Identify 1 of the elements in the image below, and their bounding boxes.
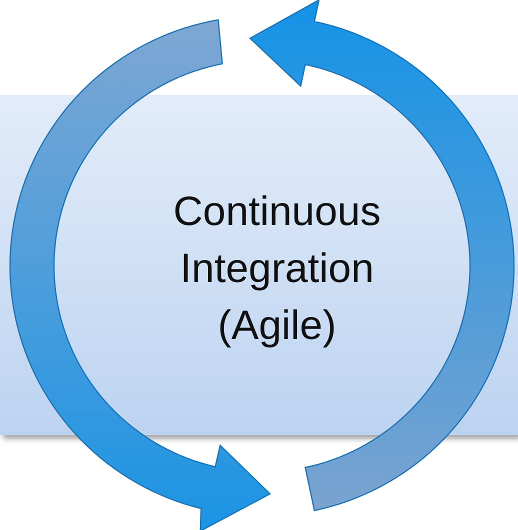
title-text: Continuous Integration (Agile) bbox=[172, 187, 382, 350]
